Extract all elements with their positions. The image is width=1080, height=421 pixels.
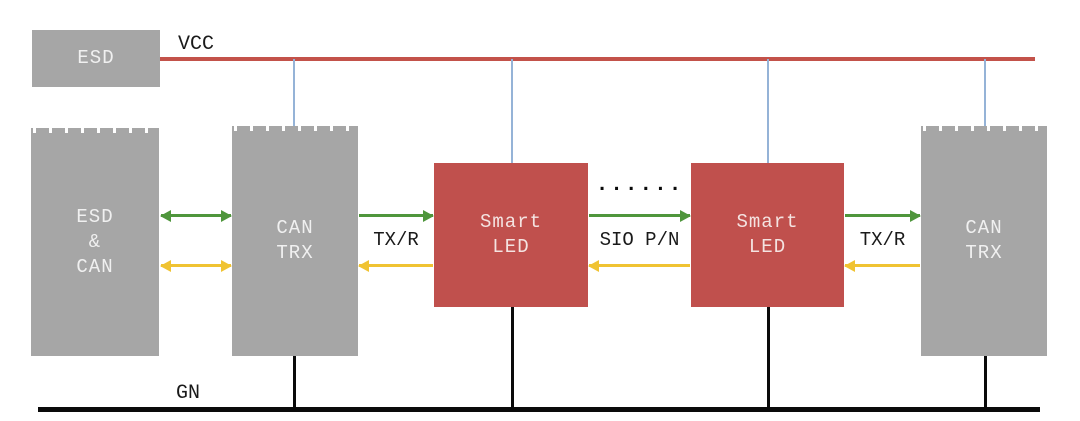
ground-stub-can-trx-right <box>984 356 987 407</box>
smart-led-2-block: Smart LED <box>691 163 844 307</box>
smart-led-2-label-line2: LED <box>748 236 787 258</box>
esd-block: ESD <box>32 30 160 87</box>
esd-block-label: ESD <box>77 47 115 69</box>
arrow-yellow-cantrxright-to-smartled2 <box>845 264 920 267</box>
arrow-yellow-smartled1-to-cantrx <box>359 264 433 267</box>
wire-label-txr-right: TX/R <box>859 229 906 251</box>
arrow-yellow-smartled2-to-smartled1 <box>589 264 690 267</box>
arrow-green-smartled2-to-cantrxright <box>845 214 920 217</box>
bidirectional-arrow-yellow-esdcan-cantrx <box>161 264 231 267</box>
vcc-power-rail-line <box>160 57 1035 61</box>
esd-and-can-label-line2: & <box>88 230 102 253</box>
vcc-drop-to-can-trx-right <box>984 59 986 126</box>
arrow-green-cantrx-to-smartled1 <box>359 214 433 217</box>
esd-and-can-label-line3: CAN <box>76 255 114 278</box>
bidirectional-arrow-green-esdcan-cantrx <box>161 214 231 217</box>
can-trx-right-label-line1: CAN <box>965 217 1003 239</box>
ground-stub-can-trx-left <box>293 356 296 407</box>
wire-label-sio-pn: SIO P/N <box>599 229 680 251</box>
can-trx-left-label-line1: CAN <box>276 217 314 239</box>
vcc-drop-to-smart-led-2 <box>767 59 769 163</box>
esd-and-can-label-line1: ESD <box>76 205 114 228</box>
smart-led-1-label-line1: Smart <box>479 211 542 233</box>
ground-stub-smart-led-2 <box>767 307 770 407</box>
ground-rail-line <box>38 407 1040 412</box>
chain-continuation-ellipsis: ...... <box>595 174 684 197</box>
can-trx-right-label-line2: TRX <box>965 242 1003 264</box>
vcc-drop-to-can-trx-left <box>293 59 295 126</box>
can-trx-right-block: CAN TRX <box>921 126 1047 356</box>
smart-led-1-block: Smart LED <box>434 163 588 307</box>
smart-led-2-label-line1: Smart <box>736 211 799 233</box>
smart-led-1-label-line2: LED <box>492 236 530 258</box>
wire-label-txr-left: TX/R <box>373 229 419 251</box>
can-trx-left-label-line2: TRX <box>276 242 314 264</box>
vcc-rail-label: VCC <box>178 33 215 56</box>
esd-and-can-block: ESD & CAN <box>31 128 159 356</box>
ground-stub-smart-led-1 <box>511 307 514 407</box>
vcc-drop-to-smart-led-1 <box>511 59 513 163</box>
can-trx-left-block: CAN TRX <box>232 126 358 356</box>
ground-rail-label: GN <box>176 382 201 405</box>
arrow-green-smartled1-to-smartled2 <box>589 214 690 217</box>
